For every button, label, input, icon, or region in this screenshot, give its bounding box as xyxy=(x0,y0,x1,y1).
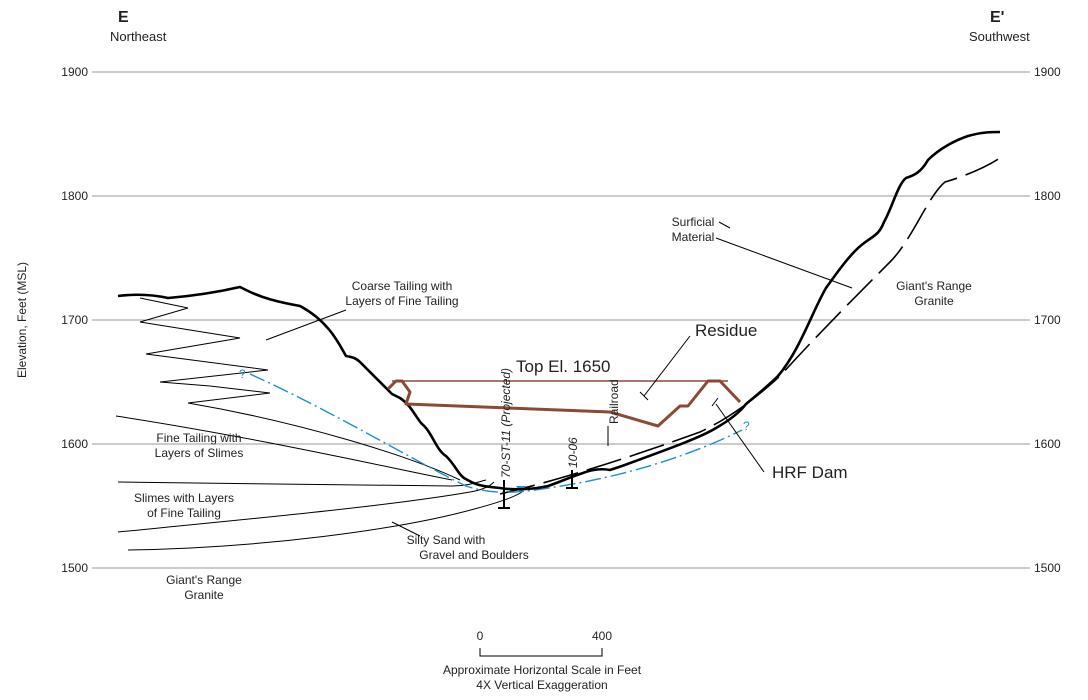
water-table-question-right: ? xyxy=(743,419,750,433)
granite-right-label-line1: Giant's Range xyxy=(896,279,972,293)
hrf-dam-leader xyxy=(715,403,765,473)
granite-left-label-line1: Giant's Range xyxy=(166,573,242,587)
section-start-letter: E xyxy=(118,9,129,26)
ground-surface-line xyxy=(117,130,1001,491)
section-start-direction: Northeast xyxy=(110,29,167,44)
water-table-question-left: ? xyxy=(239,367,246,381)
scale-bar xyxy=(479,648,603,657)
boring-10-06-label: 10-06 xyxy=(566,437,580,468)
coarse-tailing-label-line2: Layers of Fine Tailing xyxy=(345,294,458,308)
scale-zero-label: 0 xyxy=(477,629,484,643)
coarse-tailing-leader xyxy=(265,309,347,341)
silty-sand-label-line2: Gravel and Boulders xyxy=(419,548,528,562)
contact-interfingering-tailings xyxy=(139,297,461,481)
granite-contact-dashed xyxy=(499,157,1001,495)
right-tick-label: 1500 xyxy=(1034,561,1061,575)
left-tick-label: 1500 xyxy=(61,561,88,575)
boring-70-st-11-label: 70-ST-11 (Projected) xyxy=(499,368,513,478)
top-elevation-label: Top El. 1650 xyxy=(516,357,611,376)
hrf-dam-outline xyxy=(386,379,742,428)
residue-leader-tick xyxy=(639,391,649,401)
surficial-leader-short xyxy=(718,221,731,229)
hrf-dam-leader-tick xyxy=(711,397,719,407)
left-tick-label: 1800 xyxy=(61,189,88,203)
contact-slimes-base xyxy=(117,481,495,533)
contact-sand-base xyxy=(127,491,523,551)
right-tick-label: 1900 xyxy=(1034,65,1061,79)
water-table-line xyxy=(249,373,743,493)
y-axis-title: Elevation, Feet (MSL) xyxy=(15,262,29,378)
residue-leader xyxy=(643,335,691,397)
scale-max-label: 400 xyxy=(592,629,612,643)
coarse-tailing-label-line1: Coarse Tailing with xyxy=(352,279,453,293)
slimes-label-line2: of Fine Tailing xyxy=(147,506,221,520)
left-tick-label: 1900 xyxy=(61,65,88,79)
fine-tailing-label-line1: Fine Tailing with xyxy=(156,431,241,445)
scale-caption: Approximate Horizontal Scale in Feet xyxy=(443,663,642,677)
right-tick-label: 1700 xyxy=(1034,313,1061,327)
residue-label: Residue xyxy=(695,321,757,340)
surficial-label-line2: Material xyxy=(672,230,715,244)
scale-exaggeration: 4X Vertical Exaggeration xyxy=(476,678,607,692)
surficial-label-line1: Surficial xyxy=(672,215,715,229)
section-end-direction: Southwest xyxy=(969,29,1030,44)
surficial-leader xyxy=(715,237,853,289)
hrf-dam-label: HRF Dam xyxy=(772,463,848,482)
left-tick-label: 1700 xyxy=(61,313,88,327)
section-end-letter: E' xyxy=(990,9,1004,26)
right-tick-label: 1600 xyxy=(1034,437,1061,451)
granite-right-label-line2: Granite xyxy=(914,294,954,308)
contact-fine-tailing xyxy=(115,415,453,481)
silty-sand-label-line1: Silty Sand with xyxy=(407,533,486,547)
silty-sand-leader xyxy=(391,521,421,537)
contact-slimes-top xyxy=(117,479,487,487)
granite-left-label-line2: Granite xyxy=(184,588,224,602)
fine-tailing-label-line2: Layers of Slimes xyxy=(155,446,244,460)
left-tick-label: 1600 xyxy=(61,437,88,451)
right-tick-label: 1800 xyxy=(1034,189,1061,203)
railroad-label: Railroad xyxy=(607,379,621,424)
slimes-label-line1: Slimes with Layers xyxy=(134,491,234,505)
